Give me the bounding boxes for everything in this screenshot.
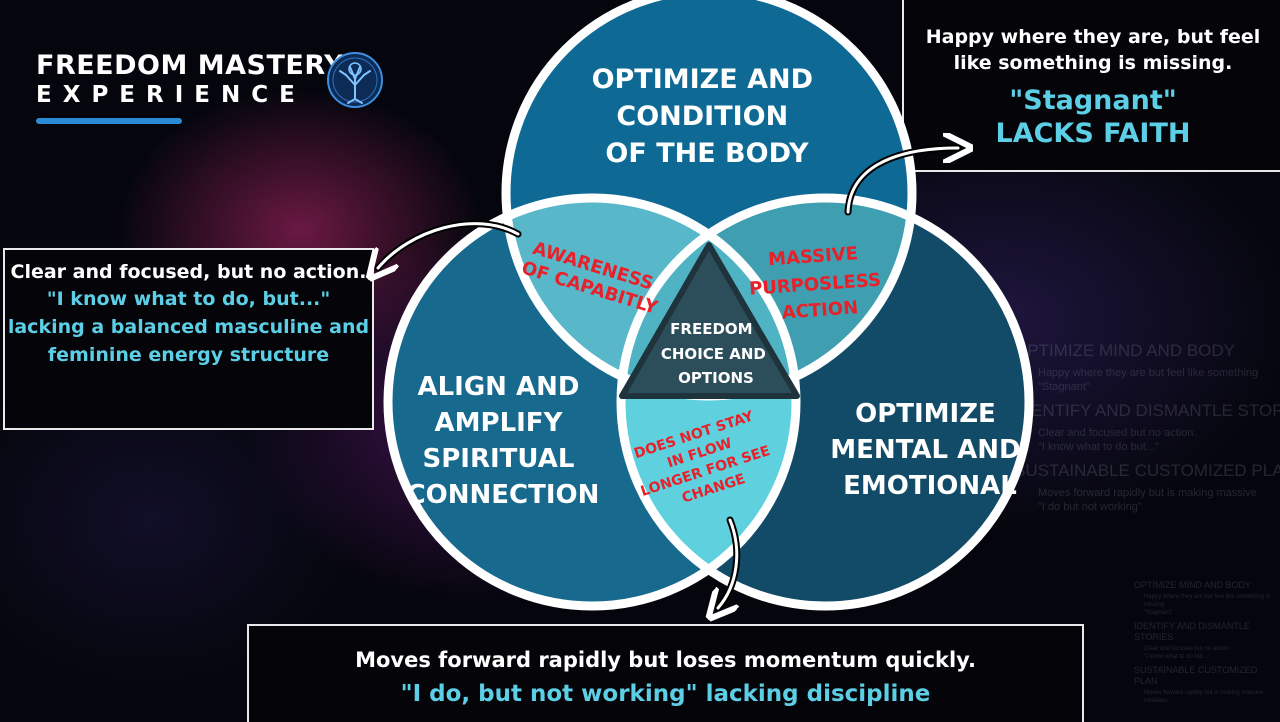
circle-outline xyxy=(616,193,1034,611)
faded-heading: SUSTAINABLE CUSTOMIZED PLAN xyxy=(1014,461,1280,480)
logo-line-1: FREEDOM MASTERY xyxy=(36,50,345,81)
label-line: CONDITION xyxy=(616,101,788,132)
center-label: FREEDOM CHOICE AND OPTIONS xyxy=(661,320,771,387)
callout-left-detail: lacking a balanced masculine and feminin… xyxy=(7,316,370,366)
faded-sub: Happy where they are but feel like somet… xyxy=(1038,367,1259,379)
faded-heading: IDENTIFY AND DISMANTLE STORIES xyxy=(1134,621,1250,642)
faded-sub: "I know what to do but..." xyxy=(1038,441,1159,453)
faded-heading: IDENTIFY AND DISMANTLE STORIES xyxy=(1014,401,1280,420)
callout-top-right-quote: "Stagnant" xyxy=(1009,85,1177,116)
label-line: ALIGN AND xyxy=(417,372,579,402)
label-line: OPTIONS xyxy=(678,369,754,387)
label-line: MENTAL AND xyxy=(830,435,1020,465)
callout-left-text: Clear and focused, but no action. xyxy=(10,261,367,283)
faded-sub: Happy where they are but feel like somet… xyxy=(1144,594,1271,608)
label-line: OF THE BODY xyxy=(605,138,809,169)
faded-outline-list-small: OPTIMIZE MIND AND BODY Happy where they … xyxy=(1134,576,1274,705)
callout-bottom-quote: "I do, but not working" lacking discipli… xyxy=(400,681,931,707)
faded-sub: Moves forward rapidly but is making mass… xyxy=(1144,690,1264,696)
callout-top-right: Happy where they are, but feel like some… xyxy=(902,0,1280,172)
faded-sub: Clear and focused but no action. xyxy=(1038,427,1197,439)
label-line: SPIRITUAL xyxy=(423,444,575,474)
faded-sub: "Stagnant" xyxy=(1038,381,1090,393)
label-line: CHOICE AND xyxy=(661,345,766,363)
faded-heading: OPTIMIZE MIND AND BODY xyxy=(1134,580,1252,590)
label-line: EMOTIONAL xyxy=(843,471,1017,501)
faded-sub: Clear and focused but no action xyxy=(1144,646,1229,652)
arrow-line xyxy=(718,518,737,608)
circle-outline xyxy=(383,193,801,611)
label-line: AMPLIFY xyxy=(435,408,564,438)
faded-heading: SUSTAINABLE CUSTOMIZED PLAN xyxy=(1134,665,1258,686)
tree-of-life-icon xyxy=(327,52,383,108)
arrow-line xyxy=(846,148,958,214)
label-line: FREEDOM xyxy=(670,320,752,338)
callout-bottom: Moves forward rapidly but loses momentum… xyxy=(247,624,1084,722)
callout-bottom-text: Moves forward rapidly but loses momentum… xyxy=(355,648,976,672)
label-line: OPTIMIZE AND xyxy=(592,64,813,95)
logo-underline xyxy=(36,118,182,124)
callout-top-right-text: Happy where they are, but feel like some… xyxy=(925,26,1261,74)
circle-spiritual-label: ALIGN AND AMPLIFY SPIRITUAL CONNECTION xyxy=(407,372,600,510)
circle-body-label: OPTIMIZE AND CONDITION OF THE BODY xyxy=(592,64,823,169)
faded-sub: mistakes xyxy=(1144,698,1168,704)
faded-sub: "Stagnant" xyxy=(1144,610,1173,616)
faded-outline-list: OPTIMIZE MIND AND BODY Happy where they … xyxy=(1014,334,1280,514)
circle-mental-label: OPTIMIZE MENTAL AND EMOTIONAL xyxy=(830,399,1029,501)
center-triangle xyxy=(619,242,800,399)
label-line: CONNECTION xyxy=(407,480,600,510)
callout-left: Clear and focused, but no action. "I kno… xyxy=(3,248,374,430)
callout-left-quote: "I know what to do, but..." xyxy=(46,288,331,310)
faded-sub: "I do but not working" xyxy=(1038,501,1142,513)
faded-sub: Moves forward rapidly but is making mass… xyxy=(1038,487,1257,499)
label-line: OPTIMIZE xyxy=(855,399,996,429)
logo: FREEDOM MASTERY EXPERIENCE xyxy=(36,52,344,124)
faded-heading: OPTIMIZE MIND AND BODY xyxy=(1014,341,1236,360)
arrow-line xyxy=(378,222,520,268)
logo-line-2: EXPERIENCE xyxy=(36,82,306,108)
faded-sub: "I know what to do but..." xyxy=(1144,654,1210,660)
overlap-body-mental-label: MASSIVE PURPOSLESS ACTION xyxy=(747,241,890,325)
callout-top-right-detail: LACKS FAITH xyxy=(995,118,1191,149)
